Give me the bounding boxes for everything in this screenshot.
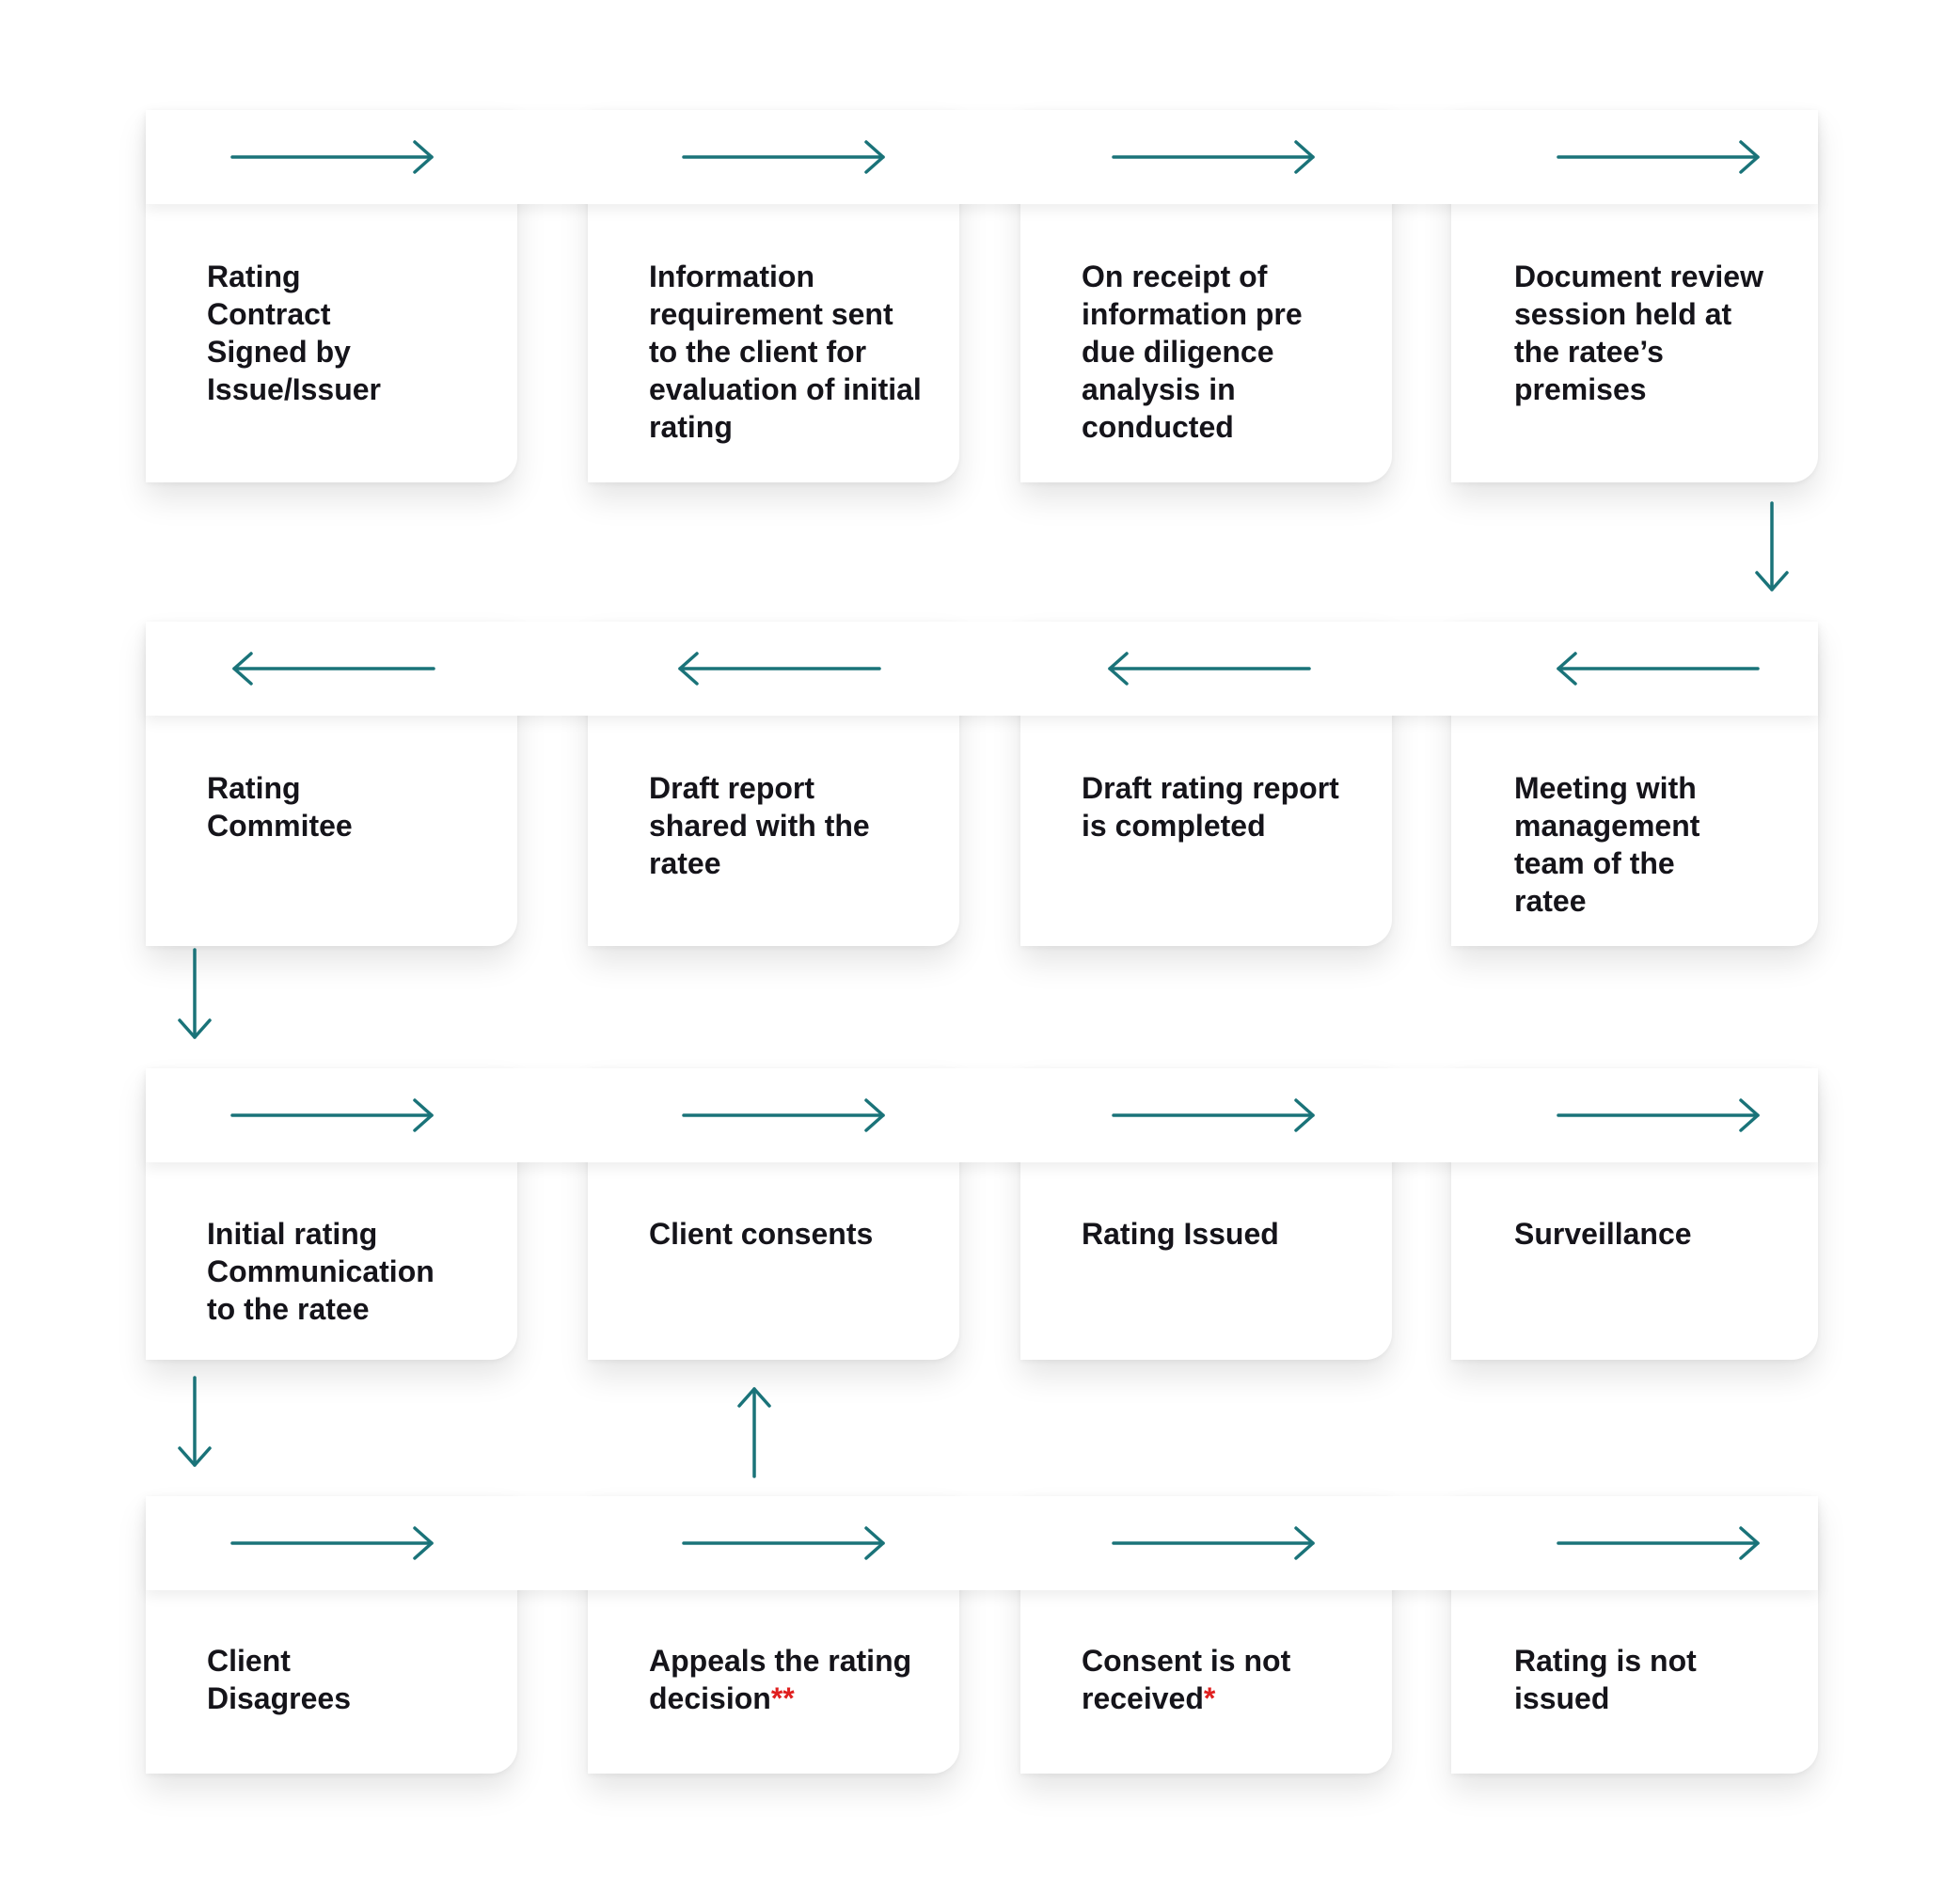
row-1-header-band xyxy=(146,110,1818,204)
step-label: Meeting with management team of the rate… xyxy=(1514,771,1700,918)
step-label: Rating Commitee xyxy=(207,771,353,843)
step-label: Client consents xyxy=(649,1217,874,1251)
step-label: Rating Issued xyxy=(1082,1217,1279,1251)
row-4-header-band xyxy=(146,1496,1818,1590)
footnote-marker: * xyxy=(1203,1681,1216,1715)
step-label: Consent is not received* xyxy=(1082,1644,1291,1715)
row-2-header-band xyxy=(146,622,1818,716)
footnote-marker: ** xyxy=(770,1681,795,1715)
step-label: Draft rating report is completed xyxy=(1082,771,1339,843)
arrow-down-icon xyxy=(1755,501,1789,591)
step-label: On receipt of information pre due dilige… xyxy=(1082,260,1303,444)
step-label: Rating Contract Signed by Issue/Issuer xyxy=(207,260,381,406)
step-label: Rating is not issued xyxy=(1514,1644,1697,1715)
arrow-up-icon xyxy=(737,1387,771,1478)
step-label: Initial rating Communication to the rate… xyxy=(207,1217,435,1326)
step-label: Appeals the rating decision** xyxy=(649,1644,912,1715)
step-label: Draft report shared with the ratee xyxy=(649,771,870,880)
step-label: Document review session held at the rate… xyxy=(1514,260,1763,406)
arrow-down-icon xyxy=(178,1376,212,1467)
step-label: Client Disagrees xyxy=(207,1644,351,1715)
row-3-header-band xyxy=(146,1068,1818,1162)
arrow-down-icon xyxy=(178,948,212,1039)
step-label: Surveillance xyxy=(1514,1217,1692,1251)
step-label: Information requirement sent to the clie… xyxy=(649,260,922,444)
